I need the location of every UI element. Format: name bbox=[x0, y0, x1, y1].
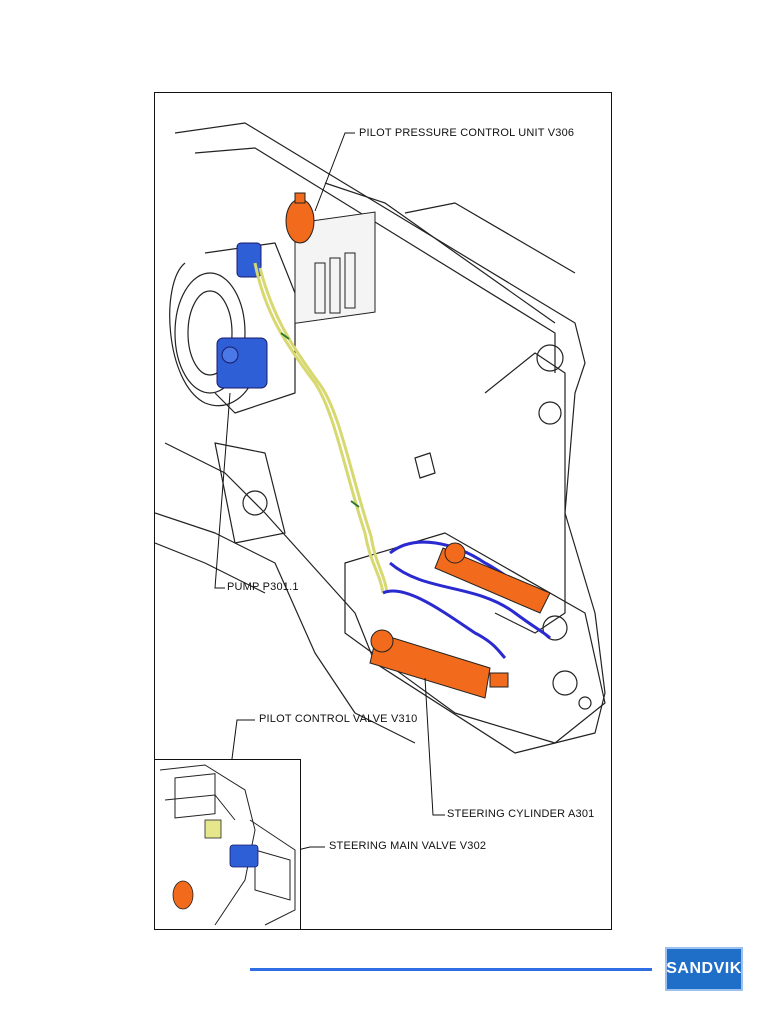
chassis-lower bbox=[155, 512, 416, 744]
leader-pilot-pressure bbox=[314, 132, 355, 212]
label-pump: PUMP P301.1 bbox=[227, 581, 299, 593]
label-steering-main-valve: STEERING MAIN VALVE V302 bbox=[329, 840, 487, 852]
pump-housing bbox=[204, 242, 296, 414]
steering-system-diagram bbox=[155, 122, 606, 854]
chassis-plate bbox=[404, 202, 576, 274]
inset-pilot-valve bbox=[204, 819, 222, 839]
inset-accumulator bbox=[172, 880, 194, 910]
leader-pump bbox=[214, 392, 231, 589]
chassis-lower-2 bbox=[155, 542, 266, 594]
diagram-frame: PILOT PRESSURE CONTROL UNIT V306 PUMP P3… bbox=[154, 92, 612, 930]
pump-p301 bbox=[216, 337, 268, 389]
wheel-housing bbox=[169, 262, 256, 407]
leader-steering-cylinder bbox=[424, 677, 445, 816]
accumulator bbox=[285, 192, 315, 244]
chassis-beam bbox=[324, 182, 556, 324]
label-pilot-pressure-control-unit: PILOT PRESSURE CONTROL UNIT V306 bbox=[359, 127, 575, 139]
chassis-outline bbox=[164, 122, 606, 754]
pilot-lines bbox=[253, 262, 389, 594]
bracket bbox=[214, 442, 286, 544]
steering-cylinder-upper bbox=[434, 542, 551, 614]
footer-accent-line bbox=[250, 968, 652, 971]
steering-cylinder-a301 bbox=[369, 629, 509, 699]
mount-block bbox=[414, 452, 436, 479]
sandvik-logo: SANDVIK bbox=[665, 947, 743, 991]
logo-text: SANDVIK bbox=[666, 960, 742, 977]
label-steering-cylinder: STEERING CYLINDER A301 bbox=[447, 808, 595, 820]
chassis-inner bbox=[194, 147, 556, 373]
inset-main-valve bbox=[229, 844, 259, 868]
label-pilot-control-valve: PILOT CONTROL VALVE V310 bbox=[259, 713, 418, 725]
inset-detail-view bbox=[155, 759, 301, 929]
right-pillar bbox=[484, 352, 566, 634]
base-plate bbox=[344, 532, 606, 744]
